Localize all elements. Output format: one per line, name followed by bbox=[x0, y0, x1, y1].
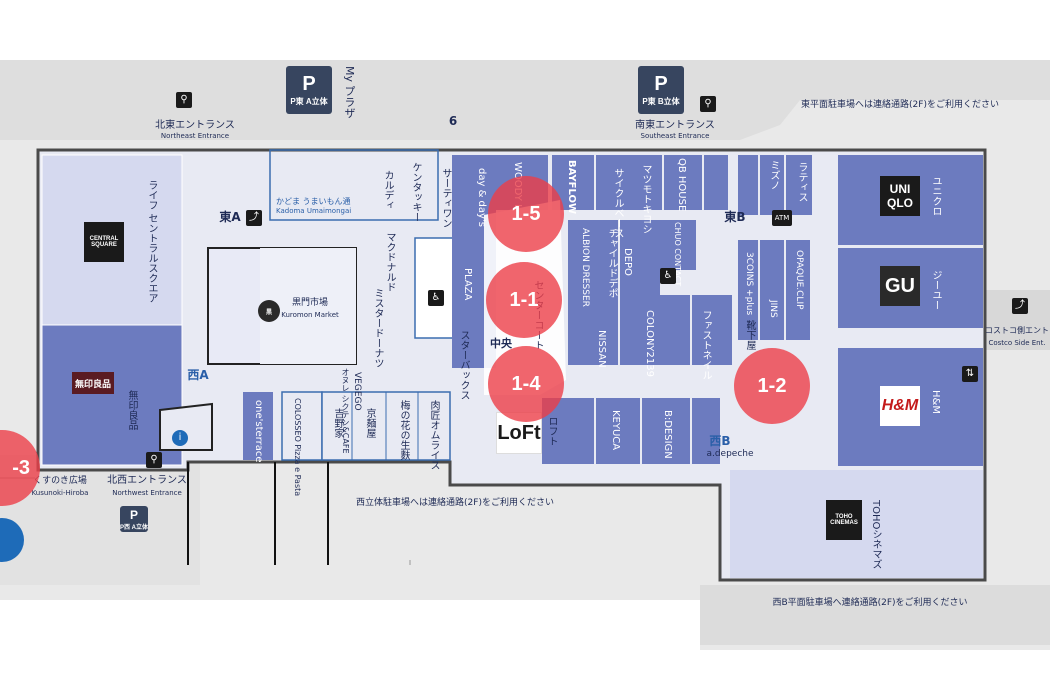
mizuno-label: ミズノ bbox=[768, 160, 779, 190]
elevator-icon: ⇅ bbox=[962, 366, 978, 382]
loft-jp-label: ロフト bbox=[546, 416, 557, 446]
kuromon-label: 黒門市場 bbox=[291, 298, 328, 308]
qb-house-label: QB HOUSE bbox=[676, 158, 687, 212]
pin-1-5[interactable]: 1-5 bbox=[488, 176, 564, 252]
costco-entrance-en: Costco Side Ent. bbox=[988, 339, 1046, 347]
uniqlo-jp-label: ユニクロ bbox=[930, 176, 941, 216]
pin-1-2[interactable]: 1-2 bbox=[734, 348, 810, 424]
cycle-base-label: サイクルベース bbox=[612, 168, 623, 238]
umenohana-label: 梅の花の生麩 bbox=[398, 400, 409, 460]
kadoma-en: Kadoma Umaimongai bbox=[276, 207, 352, 215]
kuromon-en: Kuromon Market bbox=[281, 311, 339, 319]
jins-label: JINS bbox=[768, 300, 778, 318]
opaque-label: OPAQUE.CLIP bbox=[794, 250, 804, 310]
colosseo-label: COLOSSEO Pizza e Pasta bbox=[293, 398, 302, 497]
bicycle-icon-3: ⚲ bbox=[146, 452, 162, 468]
one-terrace-label: one'sterrace bbox=[253, 400, 264, 463]
keyuca-label: KEYUCA bbox=[610, 410, 621, 451]
southeast-entrance-jp: 南東エントランス bbox=[635, 120, 715, 131]
toho-jp-label: TOHOシネマズ bbox=[870, 500, 881, 570]
zone-west-a: 西A bbox=[187, 368, 209, 382]
escalator-icon: ⤴ bbox=[246, 210, 262, 226]
bdesign-label: B:DESIGN bbox=[662, 410, 673, 459]
nissan-label: NISSAN bbox=[596, 330, 607, 368]
zone-west-b: 西B bbox=[709, 434, 731, 448]
muji-logo: 無印良品 bbox=[72, 372, 114, 394]
life-label: ライフ セントラルスクエア bbox=[146, 180, 157, 304]
muji-label: 無印良品 bbox=[126, 390, 137, 430]
east-parking-note: 東平面駐車場へは連絡通路(2F)をご利用ください bbox=[801, 100, 999, 110]
gu-jp-label: ジーユー bbox=[930, 270, 941, 310]
northwest-entrance-jp: 北西エントランス bbox=[107, 475, 187, 486]
plaza-label: PLAZA bbox=[462, 268, 473, 301]
zone-east-a: 東A bbox=[219, 210, 241, 224]
albion-label: ALBION DRESSER bbox=[580, 228, 590, 307]
toho-logo: TOHO CINEMAS bbox=[826, 500, 862, 540]
northwest-entrance-en: Northwest Entrance bbox=[112, 489, 182, 497]
kusunoki-en: Kusunoki-Hiroba bbox=[31, 489, 89, 497]
kusunoki-jp: くすのき広場 bbox=[33, 476, 87, 486]
kyomen-label: 京麺屋 bbox=[364, 408, 375, 438]
vegego-sub-label: オヌレ シクテン&CAFE bbox=[341, 368, 350, 454]
level-badge: 6 bbox=[448, 114, 458, 128]
bisuto-label: 肉匠オムライス bbox=[428, 400, 439, 470]
vegego-label: VEGEGO bbox=[352, 372, 362, 411]
three-coins-label: 3COINS +plus bbox=[744, 252, 754, 316]
restroom-icon-2: ♿ bbox=[660, 268, 676, 284]
kuromon-logo: 黒 bbox=[258, 300, 280, 322]
chivilgo-label: チャイルドデポ bbox=[606, 228, 617, 298]
ruby-label: 靴下屋 bbox=[744, 320, 755, 350]
yoshino-label: 吉野家 bbox=[332, 408, 343, 438]
depo-label: DEPO bbox=[622, 248, 633, 276]
escalator-icon-2: ⤴ bbox=[1012, 298, 1028, 314]
colony-label: COLONY2139 bbox=[644, 310, 655, 377]
costco-entrance-jp: コストコ側エントランス bbox=[985, 326, 1050, 335]
bayflow-label: BAYFLOW bbox=[566, 160, 577, 215]
zone-east-b: 東B bbox=[724, 210, 746, 224]
karudi-label: カルディ bbox=[382, 170, 393, 210]
kentucky-label: ケンタッキー bbox=[410, 162, 421, 222]
southeast-entrance-en: Southeast Entrance bbox=[640, 132, 710, 140]
pin-1-4[interactable]: 1-4 bbox=[488, 346, 564, 422]
bicycle-icon: ⚲ bbox=[176, 92, 192, 108]
matsumoto-label: マツモトキヨシ bbox=[640, 164, 651, 234]
pin-1-1[interactable]: 1-1 bbox=[486, 262, 562, 338]
chuo-label: 中央 bbox=[490, 337, 512, 350]
a-depeche-label: a.depeche bbox=[706, 449, 754, 459]
starbucks-label: スターバックス bbox=[458, 330, 469, 400]
day-days-label: day & day's bbox=[476, 168, 487, 227]
info-icon: i bbox=[172, 430, 188, 446]
bicycle-icon-2: ⚲ bbox=[700, 96, 716, 112]
mister-donut-label: ミスタードーナツ bbox=[372, 288, 383, 368]
south-parking-note: 西B平面駐車場へ連絡通路(2F)をご利用ください bbox=[772, 598, 968, 608]
sirtee-label: サーティワン bbox=[440, 168, 451, 228]
chuo-contact-label: CHUO CONTACT bbox=[673, 222, 682, 287]
gu-logo: GU bbox=[880, 266, 920, 306]
restroom-icon: ♿ bbox=[428, 290, 444, 306]
hm-logo: H&M bbox=[880, 386, 920, 426]
my-plaza-label: My プラザ bbox=[343, 66, 356, 119]
fast-nail-label: ファストネイル bbox=[700, 310, 711, 380]
center-parking-note: 西立体駐車場へは連絡通路(2F)をご利用ください bbox=[356, 498, 554, 508]
northeast-entrance-en: Northeast Entrance bbox=[160, 132, 230, 140]
atm-icon: ATM bbox=[772, 210, 792, 226]
hm-jp-label: H&M bbox=[930, 390, 941, 414]
lattice-label: ラティス bbox=[796, 162, 807, 202]
central-square-logo: CENTRAL SQUARE bbox=[84, 222, 124, 262]
macdonald-label: マクドナルド bbox=[384, 232, 395, 292]
kadoma-label: かどま うまいもん通 bbox=[276, 197, 351, 206]
northeast-entrance-jp: 北東エントランス bbox=[155, 120, 235, 131]
